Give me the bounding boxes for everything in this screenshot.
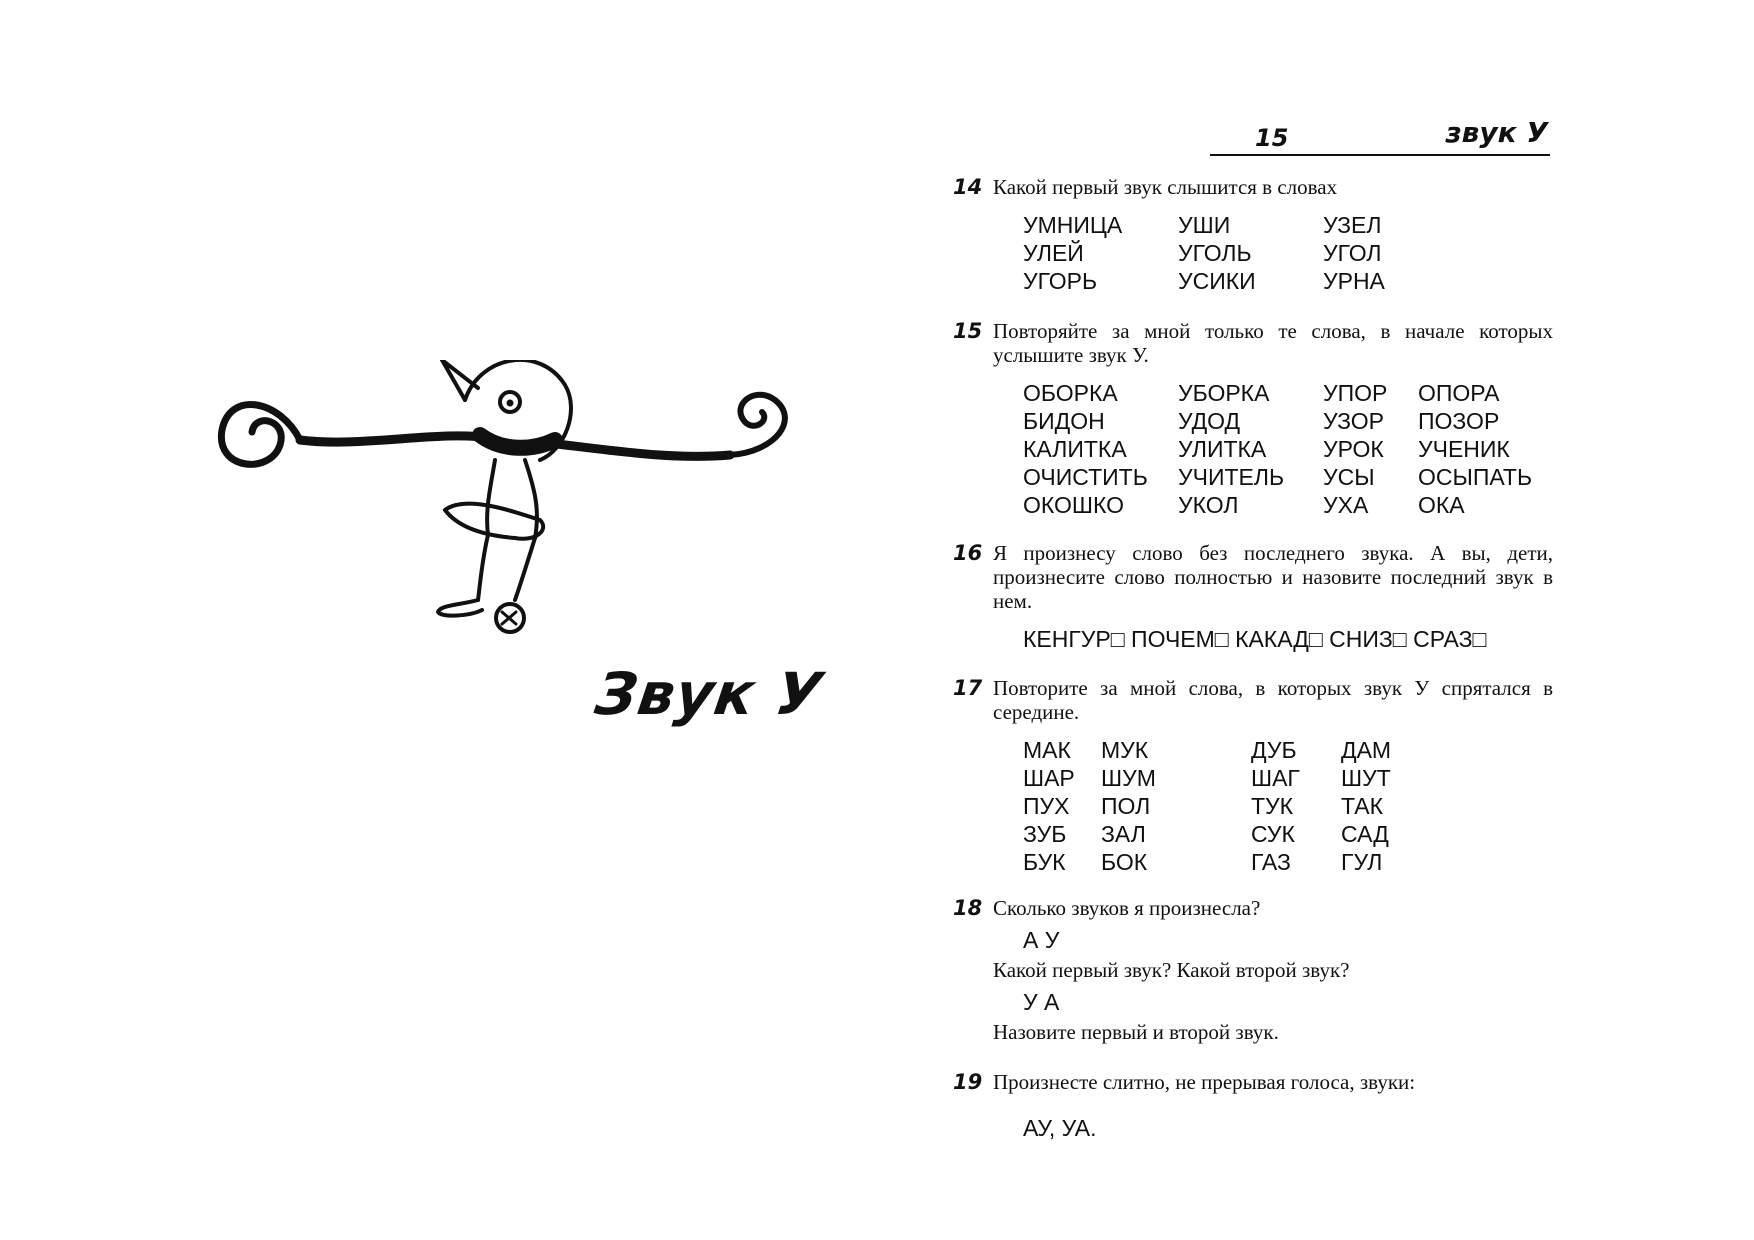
word: УПОР (1323, 380, 1388, 406)
word: ЗУБ (1023, 821, 1067, 847)
word: УГОРЬ (1023, 268, 1098, 294)
word: ДАМ (1341, 737, 1392, 763)
word-line: АУ, УА. (1023, 1115, 1097, 1141)
word: ГАЗ (1251, 849, 1291, 875)
word: УСИКИ (1178, 268, 1256, 294)
word: КАЛИТКА (1023, 436, 1127, 462)
exercise-prompt: Повторите за мной слова, в которых звук … (993, 676, 1553, 724)
exercise-number: 19 (953, 1070, 983, 1094)
word: БИДОН (1023, 408, 1105, 434)
exercise-number: 18 (953, 896, 983, 920)
word: ОКОШКО (1023, 492, 1125, 518)
exercise-17: 17 Повторите за мной слова, в которых зв… (953, 676, 1553, 876)
word: ТАК (1341, 793, 1384, 819)
exercise-15: 15 Повторяйте за мной только те слова, в… (953, 319, 1553, 519)
word: УРНА (1323, 268, 1385, 294)
exercise-prompt: Произнесте слитно, не прерывая голоса, з… (993, 1070, 1416, 1094)
sound-pair: У А (1023, 989, 1060, 1015)
exercise-prompt: Какой первый звук слышится в словах (993, 175, 1338, 199)
word: УГОЛЬ (1178, 240, 1252, 266)
exercise-prompt: Повторяйте за мной только те слова, в на… (993, 319, 1553, 367)
word: УЗЕЛ (1323, 212, 1382, 238)
exercise-number: 16 (953, 541, 983, 565)
word: ДУБ (1251, 737, 1297, 763)
word: УМНИЦА (1023, 212, 1123, 238)
word-line: КЕНГУР□ ПОЧЕМ□ КАКАД□ СНИЗ□ СРАЗ□ (1023, 626, 1487, 652)
word: УЧИТЕЛЬ (1178, 464, 1285, 490)
word: САД (1341, 821, 1389, 847)
page-header: 15 звук У (1210, 116, 1550, 156)
word: ПОЛ (1101, 793, 1151, 819)
word: УРОК (1323, 436, 1384, 462)
word: ТУК (1251, 793, 1294, 819)
word-grid: УМНИЦА УШИ УЗЕЛ УЛЕЙ УГОЛЬ УГОЛ УГОРЬ УС… (1023, 211, 1553, 295)
word: ЗАЛ (1101, 821, 1146, 847)
exercise-number: 14 (953, 175, 983, 199)
word: ШАГ (1251, 765, 1300, 791)
word-grid: МАК МУК ДУБ ДАМ ШАР ШУМ ШАГ ШУТ ПУХ ПОЛ … (1023, 736, 1553, 876)
mustache-boy-icon (217, 360, 788, 634)
word: ОСЫПАТЬ (1418, 464, 1533, 490)
word: ПОЗОР (1418, 408, 1500, 434)
word: УЛИТКА (1178, 436, 1267, 462)
word: ГУЛ (1341, 849, 1383, 875)
word: ОЧИСТИТЬ (1023, 464, 1148, 490)
word: УБОРКА (1178, 380, 1270, 406)
word: ШАР (1023, 765, 1075, 791)
exercise-19: 19 Произнесте слитно, не прерывая голоса… (953, 1070, 1553, 1142)
word: УЧЕНИК (1418, 436, 1510, 462)
word: ОПОРА (1418, 380, 1500, 406)
word: УХА (1323, 492, 1369, 518)
word: УСЫ (1323, 464, 1375, 490)
word: БУК (1023, 849, 1066, 875)
word-grid: ОБОРКА УБОРКА УПОР ОПОРА БИДОН УДОД УЗОР… (1023, 379, 1553, 519)
word: УЛЕЙ (1023, 240, 1084, 266)
running-title: звук У (1445, 116, 1548, 149)
exercise-prompt: Я произнесу слово без последнего звука. … (993, 541, 1553, 613)
exercise-14: 14 Какой первый звук слышится в словах У… (953, 175, 1553, 295)
word: ПУХ (1023, 793, 1070, 819)
chapter-title: Звук У (591, 660, 827, 728)
sound-pair: А У (1023, 927, 1060, 953)
word: БОК (1101, 849, 1148, 875)
word: ОБОРКА (1023, 380, 1118, 406)
word: ОКА (1418, 492, 1465, 518)
exercise-number: 17 (953, 676, 983, 700)
word: СУК (1251, 821, 1295, 847)
exercise-number: 15 (953, 319, 983, 343)
word: ШУТ (1341, 765, 1391, 791)
word: МУК (1101, 737, 1149, 763)
exercise-16: 16 Я произнесу слово без последнего звук… (953, 541, 1553, 653)
page-number: 15 (1255, 124, 1289, 152)
word: МАК (1023, 737, 1071, 763)
exercise-question: Какой первый звук? Какой второй звук? (993, 958, 1350, 982)
word: УКОЛ (1178, 492, 1239, 518)
exercise-18: 18 Сколько звуков я произнесла? А У Како… (953, 896, 1553, 1044)
word: ШУМ (1101, 765, 1156, 791)
word: УЗОР (1323, 408, 1384, 434)
exercise-question: Назовите первый и второй звук. (993, 1020, 1279, 1044)
word: УДОД (1178, 408, 1241, 434)
cartoon-boy-illustration (210, 360, 830, 680)
exercise-prompt: Сколько звуков я произнесла? (993, 896, 1261, 920)
word: УШИ (1178, 212, 1231, 238)
word: УГОЛ (1323, 240, 1382, 266)
